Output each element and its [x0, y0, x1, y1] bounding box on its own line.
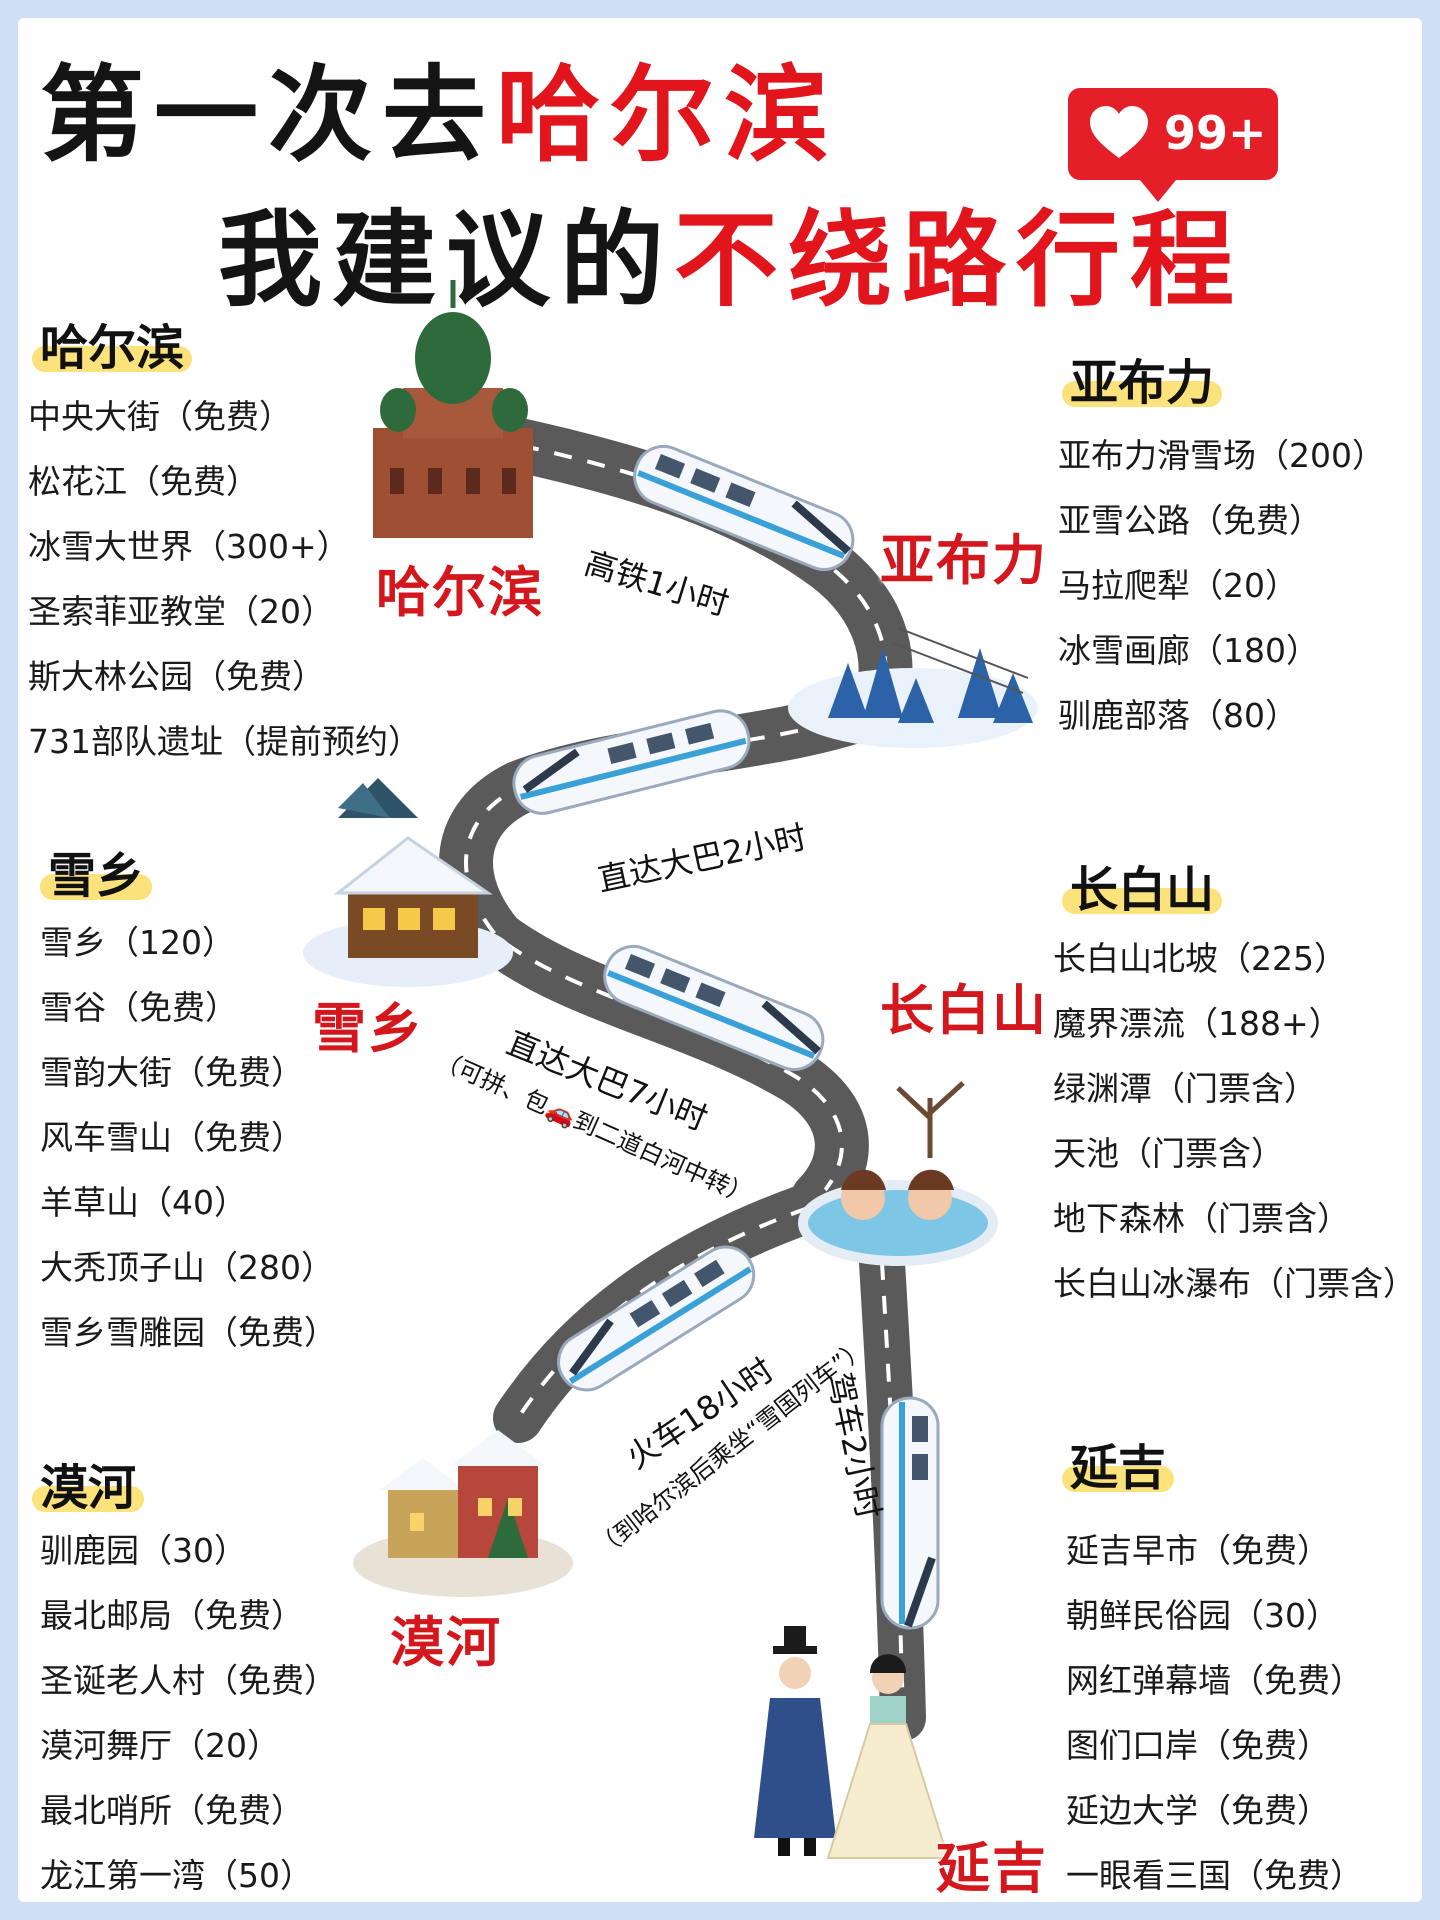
- train-icon: [633, 444, 855, 571]
- list-item: 图们口岸（免费）: [1066, 1726, 1330, 1765]
- itinerary-poster: 第一次去哈尔滨 我建议的不绕路行程 99+ 哈尔滨 中央大街（免费） 松花江（免…: [18, 18, 1422, 1902]
- title-line-1-black: 第一次去: [40, 54, 497, 176]
- section-title-harbin-text: 哈尔滨: [40, 320, 185, 376]
- snow-cabin-icon: [303, 778, 513, 987]
- list-item: 731部队遗址（提前预约）: [28, 722, 421, 761]
- train-icon: [512, 709, 751, 815]
- list-item: 风车雪山（免费）: [40, 1118, 304, 1157]
- list-item: 亚雪公路（免费）: [1058, 501, 1322, 540]
- list-item: 天池（门票含）: [1053, 1134, 1284, 1173]
- xuexiang-attractions-list: 雪乡（120） 雪谷（免费） 雪韵大街（免费） 风车雪山（免费） 羊草山（40）…: [40, 910, 337, 1365]
- section-title-changbaishan-text: 长白山: [1070, 862, 1215, 918]
- hanbok-couple-icon: [754, 1626, 950, 1859]
- heart-icon: [1090, 106, 1148, 158]
- list-item: 松花江（免费）: [28, 462, 259, 501]
- list-item: 漠河舞厅（20）: [40, 1726, 280, 1765]
- map-label-harbin: 哈尔滨: [376, 561, 544, 624]
- list-item: 雪韵大街（免费）: [40, 1053, 304, 1092]
- list-item: 大秃顶子山（280）: [40, 1248, 334, 1287]
- list-item: 马拉爬犁（20）: [1058, 566, 1298, 605]
- cathedral-icon: [373, 280, 533, 538]
- title-line-1-red: 哈尔滨: [496, 54, 839, 176]
- list-item: 斯大林公园（免费）: [28, 657, 325, 696]
- map-label-xuexiang: 雪乡: [312, 997, 424, 1060]
- village-icon: [353, 1430, 573, 1597]
- likes-count: 99+: [1164, 106, 1267, 160]
- list-item: 长白山冰瀑布（门票含）: [1053, 1264, 1416, 1303]
- list-item: 绿渊潭（门票含）: [1053, 1069, 1317, 1108]
- train-icon: [603, 944, 825, 1071]
- train-icon: [880, 1396, 940, 1630]
- list-item: 地下森林（门票含）: [1053, 1199, 1350, 1238]
- list-item: 羊草山（40）: [40, 1183, 247, 1222]
- list-item: 亚布力滑雪场（200）: [1058, 436, 1385, 475]
- section-title-harbin: 哈尔滨: [32, 308, 193, 378]
- list-item: 一眼看三国（免费）: [1066, 1856, 1363, 1895]
- section-title-mohe: 漠河: [32, 1448, 145, 1518]
- list-item: 延边大学（免费）: [1066, 1791, 1330, 1830]
- map-label-yabuli: 亚布力: [880, 529, 1048, 592]
- yabuli-attractions-list: 亚布力滑雪场（200） 亚雪公路（免费） 马拉爬犁（20） 冰雪画廊（180） …: [1058, 423, 1385, 748]
- hot-spring-icon: [798, 1081, 998, 1266]
- section-title-yanji-text: 延吉: [1070, 1440, 1167, 1496]
- title-line-2-black: 我建议的: [218, 199, 675, 321]
- list-item: 驯鹿部落（80）: [1058, 696, 1298, 735]
- map-label-mohe: 漠河: [390, 1611, 502, 1674]
- section-title-xuexiang: 雪乡: [40, 836, 153, 906]
- section-title-xuexiang-text: 雪乡: [48, 848, 145, 904]
- map-label-yanji: 延吉: [936, 1837, 1048, 1900]
- section-title-yanji: 延吉: [1062, 1428, 1175, 1498]
- list-item: 魔界漂流（188+）: [1053, 1004, 1342, 1043]
- list-item: 雪谷（免费）: [40, 988, 238, 1027]
- list-item: 冰雪画廊（180）: [1058, 631, 1319, 670]
- title-line-2-red: 不绕路行程: [674, 199, 1245, 321]
- list-item: 圣诞老人村（免费）: [40, 1661, 337, 1700]
- list-item: 雪乡（120）: [40, 923, 235, 962]
- list-item: 冰雪大世界（300+）: [28, 527, 350, 566]
- route-map: [303, 280, 1038, 1859]
- yanji-attractions-list: 延吉早市（免费） 朝鲜民俗园（30） 网红弹幕墙（免费） 图们口岸（免费） 延边…: [1066, 1518, 1363, 1902]
- map-label-changbaishan: 长白山: [880, 979, 1048, 1042]
- list-item: 中央大街（免费）: [28, 397, 292, 436]
- list-item: 长白山北坡（225）: [1053, 939, 1347, 978]
- list-item: 朝鲜民俗园（30）: [1066, 1596, 1339, 1635]
- mohe-attractions-list: 驯鹿园（30） 最北邮局（免费） 圣诞老人村（免费） 漠河舞厅（20） 最北哨所…: [40, 1518, 337, 1902]
- list-item: 延吉早市（免费）: [1066, 1531, 1330, 1570]
- list-item: 最北邮局（免费）: [40, 1596, 304, 1635]
- section-title-yabuli: 亚布力: [1062, 343, 1223, 413]
- list-item: 龙江第一湾（50）: [40, 1856, 313, 1895]
- ski-resort-icon: [788, 627, 1038, 748]
- section-title-yabuli-text: 亚布力: [1070, 355, 1215, 411]
- list-item: 圣索菲亚教堂（20）: [28, 592, 334, 631]
- section-title-mohe-text: 漠河: [40, 1460, 137, 1516]
- title-line-2: 我建议的不绕路行程: [218, 208, 1244, 312]
- section-title-changbaishan: 长白山: [1062, 850, 1223, 920]
- likes-badge[interactable]: 99+: [1068, 88, 1278, 202]
- list-item: 网红弹幕墙（免费）: [1066, 1661, 1363, 1700]
- changbaishan-attractions-list: 长白山北坡（225） 魔界漂流（188+） 绿渊潭（门票含） 天池（门票含） 地…: [1053, 926, 1416, 1316]
- title-line-1: 第一次去哈尔滨: [40, 63, 838, 167]
- harbin-attractions-list: 中央大街（免费） 松花江（免费） 冰雪大世界（300+） 圣索菲亚教堂（20） …: [28, 384, 421, 774]
- list-item: 最北哨所（免费）: [40, 1791, 304, 1830]
- list-item: 驯鹿园（30）: [40, 1531, 247, 1570]
- list-item: 雪乡雪雕园（免费）: [40, 1313, 337, 1352]
- train-icon: [557, 1245, 756, 1392]
